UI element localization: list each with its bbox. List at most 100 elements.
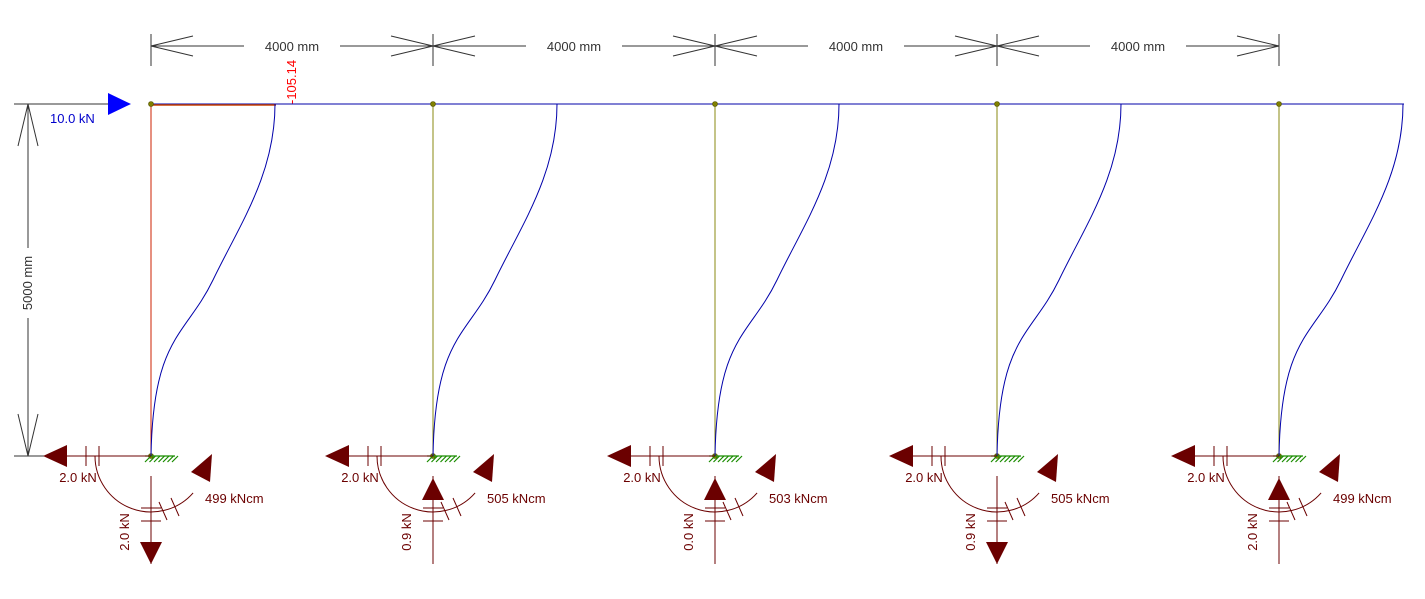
support-hatch <box>1008 455 1016 463</box>
dimension-arrow <box>954 35 998 57</box>
dimension-arrow <box>432 35 476 57</box>
deflection-curve <box>432 103 558 457</box>
horizontal-reaction-arrow-icon <box>325 445 349 467</box>
vertical-reaction-label: 0.9 kN <box>399 513 414 551</box>
support-hatch <box>1290 455 1298 463</box>
horizontal-reaction-arrow-icon <box>1171 445 1195 467</box>
support-hatch <box>726 455 734 463</box>
support-hatch <box>453 455 461 463</box>
vertical-reaction-arrow-down-icon <box>986 542 1008 564</box>
support-hatch <box>444 455 452 463</box>
support-hatch <box>1277 455 1284 463</box>
moment-reaction-arc <box>1222 455 1322 513</box>
moment-reaction-label: 499 kNcm <box>205 491 264 506</box>
deflection-curve <box>996 103 1122 457</box>
vertical-reaction-label: 2.0 kN <box>1245 513 1260 551</box>
span-dimension-label: 4000 mm <box>265 39 319 54</box>
top-node <box>1276 101 1282 107</box>
support-hatch <box>167 455 174 463</box>
dimension-layer <box>14 34 1280 457</box>
support-hatch <box>1295 455 1302 463</box>
moment-top-value: -105.14 <box>284 60 299 104</box>
dimension-arrow <box>150 35 194 57</box>
vertical-reaction-label: 0.9 kN <box>963 513 978 551</box>
load-arrow-icon <box>108 93 131 115</box>
horizontal-reaction-arrow-icon <box>889 445 913 467</box>
reaction-tick <box>734 497 744 517</box>
structure-layer <box>108 93 1404 463</box>
moment-reaction-arrow-icon <box>1319 454 1340 482</box>
reaction-tick <box>440 501 450 521</box>
reaction-tick <box>158 501 168 521</box>
reaction-tick <box>1298 497 1308 517</box>
dimension-arrow <box>17 413 39 457</box>
moment-reaction-arc <box>658 455 758 513</box>
horizontal-reaction-label: 2.0 kN <box>59 470 97 485</box>
moment-reaction-arrow-icon <box>1037 454 1058 482</box>
moment-reaction-arc <box>376 455 476 513</box>
reaction-tick <box>170 497 180 517</box>
support-hatch <box>426 455 434 463</box>
moment-reaction-arc <box>940 455 1040 513</box>
reaction-tick <box>1286 501 1296 521</box>
horizontal-reaction-label: 2.0 kN <box>1187 470 1225 485</box>
support-hatch <box>153 455 161 463</box>
horizontal-reaction-arrow-icon <box>43 445 67 467</box>
dimension-arrow <box>714 35 758 57</box>
span-dimension-label: 4000 mm <box>829 39 883 54</box>
moment-reaction-arc <box>94 455 194 513</box>
moment-reaction-label: 503 kNcm <box>769 491 828 506</box>
support-hatch <box>149 455 156 463</box>
vertical-reaction-arrow-down-icon <box>140 542 162 564</box>
top-node <box>430 101 436 107</box>
vertical-reaction-arrow-up-icon <box>422 478 444 500</box>
support-hatch <box>449 455 456 463</box>
span-dimension-label: 4000 mm <box>1111 39 1165 54</box>
vertical-reaction-label: 0.0 kN <box>681 513 696 551</box>
deflection-curve <box>1278 103 1404 457</box>
support-hatch <box>722 455 729 463</box>
support-hatch <box>1281 455 1289 463</box>
support-hatch <box>713 455 720 463</box>
reaction-layer <box>43 445 1340 564</box>
support-hatch <box>158 455 165 463</box>
moment-reaction-arrow-icon <box>191 454 212 482</box>
reaction-tick <box>722 501 732 521</box>
horizontal-reaction-arrow-icon <box>607 445 631 467</box>
support-hatch <box>435 455 443 463</box>
support-hatch <box>1017 455 1025 463</box>
support-hatch <box>1299 455 1307 463</box>
deflection-curve <box>150 103 276 457</box>
reaction-tick <box>1004 501 1014 521</box>
dimension-arrow <box>996 35 1040 57</box>
support-hatch <box>995 455 1002 463</box>
horizontal-reaction-label: 2.0 kN <box>623 470 661 485</box>
load-label: 10.0 kN <box>50 111 95 126</box>
moment-reaction-arrow-icon <box>755 454 776 482</box>
top-node <box>994 101 1000 107</box>
reaction-tick <box>1016 497 1026 517</box>
support-hatch <box>1272 455 1280 463</box>
support-hatch <box>162 455 170 463</box>
moment-reaction-arrow-icon <box>473 454 494 482</box>
support-hatch <box>1004 455 1011 463</box>
support-hatch <box>1013 455 1020 463</box>
deflection-curve <box>714 103 840 457</box>
moment-reaction-label: 505 kNcm <box>1051 491 1110 506</box>
dimension-arrow <box>17 103 39 147</box>
horizontal-reaction-label: 2.0 kN <box>905 470 943 485</box>
horizontal-reaction-label: 2.0 kN <box>341 470 379 485</box>
height-dimension-label: 5000 mm <box>20 256 35 310</box>
moment-reaction-label: 505 kNcm <box>487 491 546 506</box>
support-hatch <box>708 455 716 463</box>
support-hatch <box>171 455 179 463</box>
moment-reaction-label: 499 kNcm <box>1333 491 1392 506</box>
top-node <box>712 101 718 107</box>
reaction-tick <box>452 497 462 517</box>
support-hatch <box>735 455 743 463</box>
vertical-reaction-label: 2.0 kN <box>117 513 132 551</box>
deflection-layer <box>150 103 1404 457</box>
support-hatch <box>144 455 152 463</box>
